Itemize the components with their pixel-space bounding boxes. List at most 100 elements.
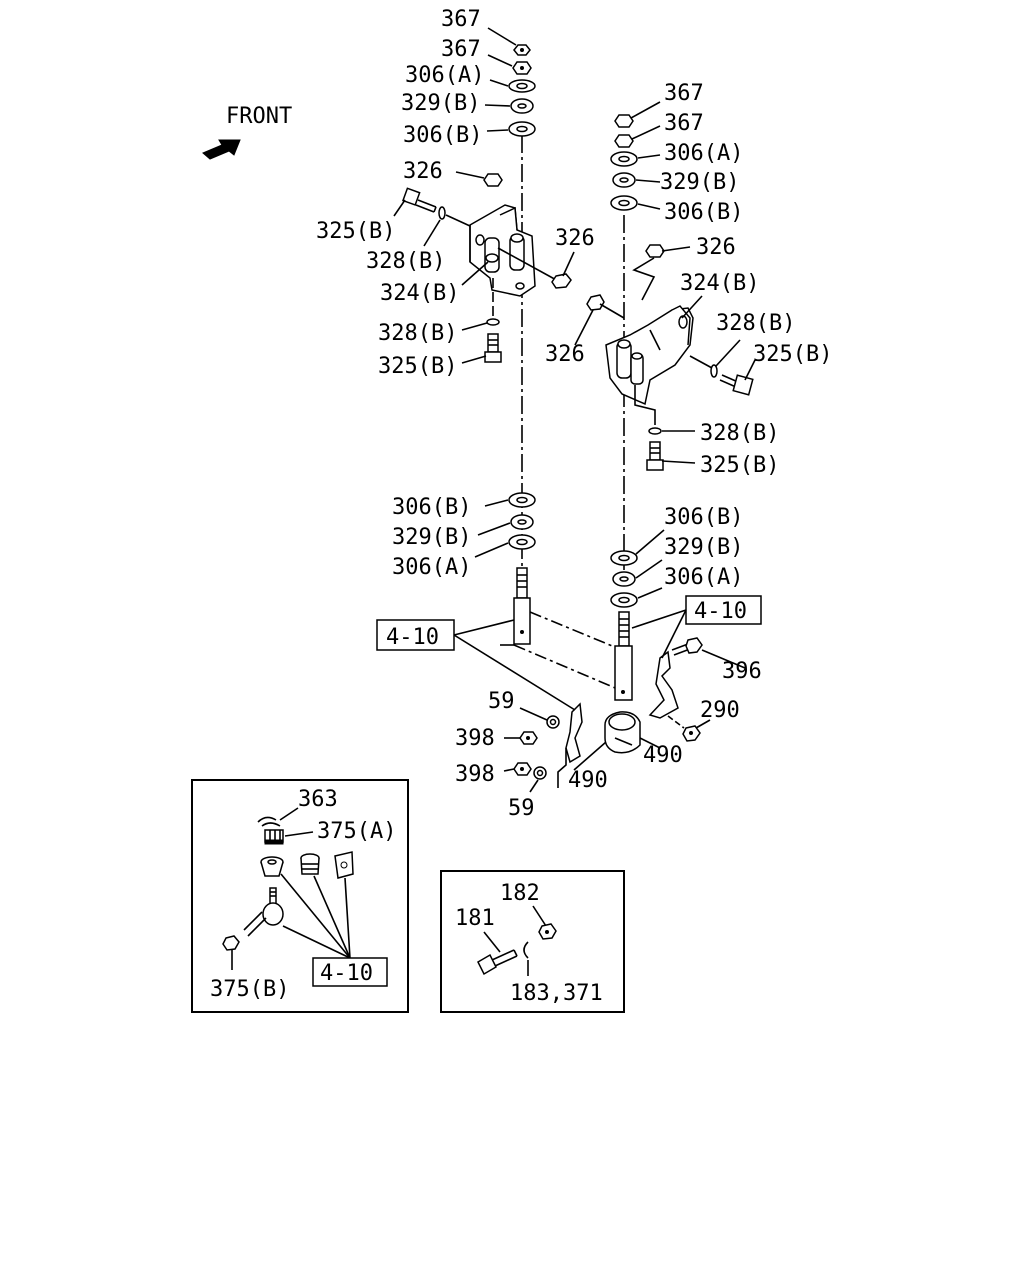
left-washer-329b-bottom [510, 514, 534, 530]
inset-ball-joint: 363 375(A) [191, 779, 409, 1013]
label-306b: 306(B) [664, 200, 743, 225]
left-nut-367-a [513, 44, 531, 56]
right-nut-367-a [614, 114, 634, 128]
label-490: 490 [643, 743, 683, 768]
right-bracket-324b [605, 305, 694, 406]
label-490: 490 [568, 768, 608, 793]
bolt-396 [671, 637, 703, 656]
label-325b: 325(B) [378, 354, 457, 379]
left-washer-306a-top [508, 79, 536, 93]
label-325b: 325(B) [753, 342, 832, 367]
clamp-assembly [513, 637, 703, 788]
label-306b: 306(B) [392, 495, 471, 520]
nut-375b [222, 935, 240, 951]
label-363: 363 [298, 787, 338, 812]
left-washer-329b-top [510, 98, 534, 114]
nut-182 [538, 923, 557, 940]
right-washer-306b-top [610, 195, 638, 211]
label-182: 182 [500, 881, 540, 906]
label-324b: 324(B) [680, 271, 759, 296]
right-washer-306a-top [610, 151, 638, 167]
right-washer-329b-bottom [612, 571, 636, 587]
rubber-bushing [300, 853, 320, 875]
front-arrow-icon [202, 139, 241, 160]
left-bracket-324b [469, 204, 536, 318]
seal-plate [334, 851, 354, 879]
right-ref-label: 4-10 [694, 599, 747, 624]
right-washer-329b-top [612, 172, 636, 188]
nut-290 [682, 725, 701, 742]
label-396: 396 [722, 659, 762, 684]
castle-nut-375a [264, 829, 284, 845]
left-lever-stem [513, 567, 531, 645]
left-bolt-325b-lower [484, 333, 502, 363]
left-washer-306b-top [508, 121, 536, 137]
washer-183 [523, 941, 529, 959]
label-367: 367 [441, 7, 481, 32]
label-306b: 306(B) [403, 123, 482, 148]
bolt-181 [477, 949, 518, 976]
left-washer-328b-side [438, 206, 446, 220]
label-290: 290 [700, 698, 740, 723]
washer-59-top [546, 715, 560, 729]
right-nut-326-side [586, 294, 605, 311]
left-washer-328b-lower [486, 318, 500, 326]
right-nut-367-b [614, 134, 634, 148]
right-bolt-325b-side [719, 374, 754, 396]
label-328b: 328(B) [366, 249, 445, 274]
label-325b: 325(B) [316, 219, 395, 244]
label-59: 59 [508, 796, 535, 821]
left-washer-306b-bottom [508, 492, 536, 508]
left-ref-label: 4-10 [386, 625, 439, 650]
right-bolt-325b-lower [646, 441, 664, 471]
callout-labels: 367 367 306(A) 329(B) 306(B) 326 325(B) … [316, 7, 832, 821]
cup-washer [260, 856, 284, 877]
label-181: 181 [455, 906, 495, 931]
left-bolt-325b-side [402, 187, 437, 213]
label-306a: 306(A) [664, 565, 743, 590]
washer-59-bottom [533, 766, 547, 780]
label-326: 326 [545, 342, 585, 367]
label-375b: 375(B) [210, 977, 289, 1002]
label-367: 367 [664, 111, 704, 136]
nut-398-top [519, 731, 538, 745]
label-328b: 328(B) [716, 311, 795, 336]
left-rod-assembly [402, 44, 623, 691]
label-306a: 306(A) [664, 141, 743, 166]
left-ref-box: 4-10 [376, 619, 576, 711]
left-nut-326-top [483, 173, 503, 187]
front-label: FRONT [226, 104, 292, 129]
label-328b: 328(B) [378, 321, 457, 346]
label-326: 326 [403, 159, 443, 184]
label-367: 367 [441, 37, 481, 62]
label-329b: 329(B) [401, 91, 480, 116]
label-59: 59 [488, 689, 515, 714]
right-rod-assembly [586, 114, 754, 701]
left-nut-326-right [551, 273, 572, 289]
label-329b: 329(B) [392, 525, 471, 550]
label-398: 398 [455, 726, 495, 751]
label-329b: 329(B) [664, 535, 743, 560]
nut-398-bottom [513, 762, 532, 776]
inset-ref-label: 4-10 [320, 961, 373, 986]
label-398: 398 [455, 762, 495, 787]
label-306a: 306(A) [405, 63, 484, 88]
leader-lines [393, 27, 756, 793]
label-375a: 375(A) [317, 819, 396, 844]
label-306a: 306(A) [392, 555, 471, 580]
label-329b: 329(B) [660, 170, 739, 195]
right-ref-box: 4-10 [631, 595, 762, 659]
left-washer-306a-bottom [508, 534, 536, 550]
bushing-490 [604, 711, 641, 754]
right-washer-306b-bottom [610, 550, 638, 566]
label-325b: 325(B) [700, 453, 779, 478]
right-lever-stem [614, 611, 633, 701]
right-washer-328b-lower [648, 427, 662, 435]
label-328b: 328(B) [700, 421, 779, 446]
label-324b: 324(B) [380, 281, 459, 306]
label-326: 326 [555, 226, 595, 251]
label-183-371: 183,371 [510, 981, 603, 1006]
label-326: 326 [696, 235, 736, 260]
right-nut-326-top [645, 244, 665, 258]
